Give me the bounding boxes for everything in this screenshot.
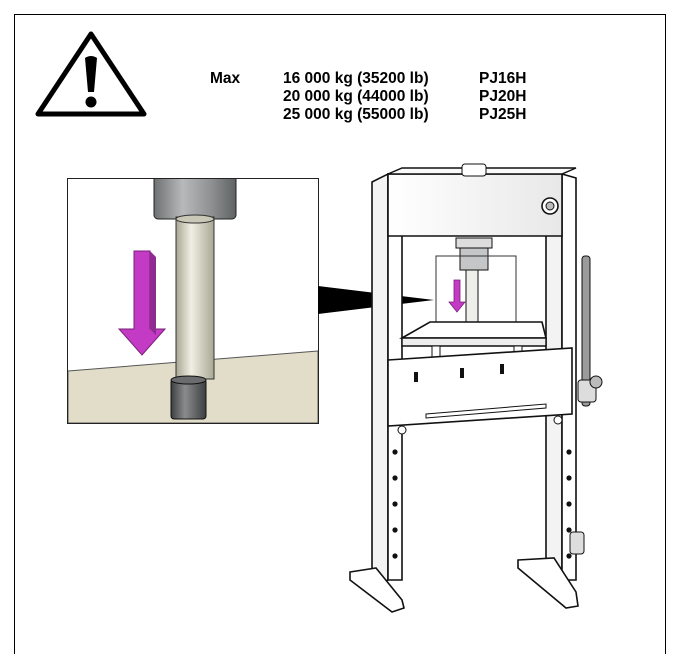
capacity-model: PJ16H xyxy=(479,70,527,87)
ram-tip xyxy=(170,378,207,420)
capacity-load: 20 000 kg (44000 lb) xyxy=(283,88,429,105)
ram-detail-illustration xyxy=(68,179,318,423)
ram-rod xyxy=(175,216,215,380)
capacity-load: 16 000 kg (35200 lb) xyxy=(283,70,429,87)
document-frame xyxy=(14,14,666,654)
capacity-model: PJ20H xyxy=(479,88,527,105)
cylinder-body xyxy=(153,179,237,220)
hydraulic-press-illustration xyxy=(349,163,603,613)
detail-inset xyxy=(67,178,319,424)
capacity-load: 25 000 kg (55000 lb) xyxy=(283,106,429,123)
capacity-model: PJ25H xyxy=(479,106,527,123)
max-label: Max xyxy=(210,70,241,87)
down-arrow-icon xyxy=(117,250,167,356)
warning-triangle-icon xyxy=(35,31,147,117)
